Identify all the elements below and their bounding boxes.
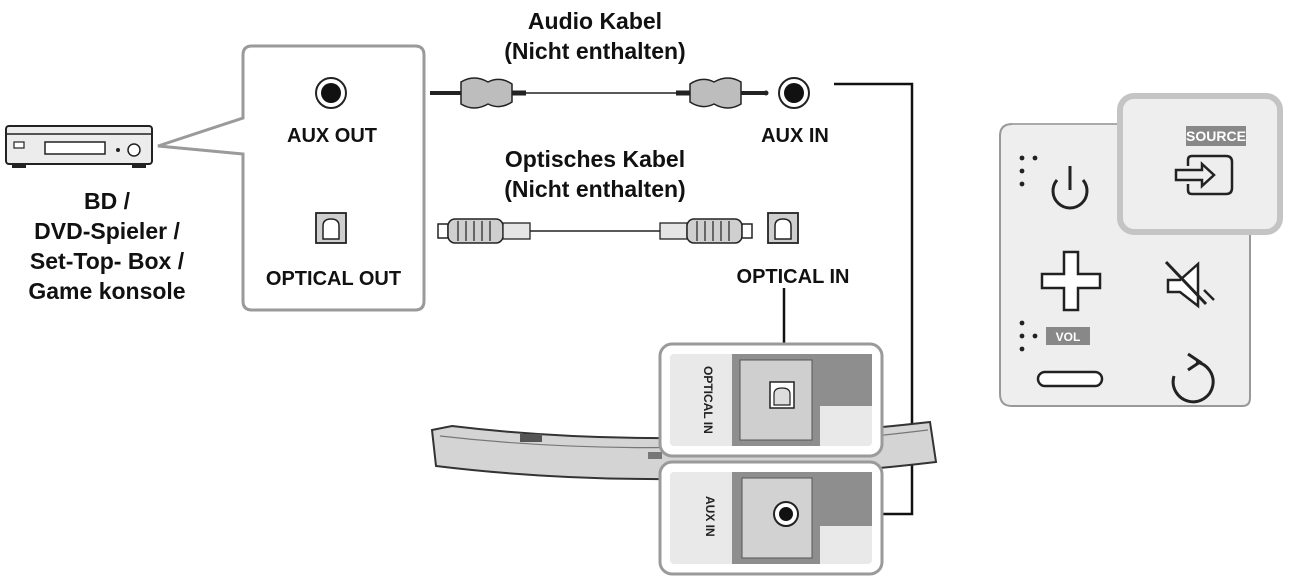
minus-icon — [1036, 370, 1104, 388]
aux-in-jack-icon — [778, 77, 810, 109]
optical-cable-title: Optisches Kabel (Nicht enthalten) — [470, 144, 720, 204]
repeat-icon — [1171, 352, 1215, 404]
mute-icon — [1164, 260, 1215, 309]
aux-out-label: AUX OUT — [287, 125, 377, 147]
optical-cable-line2: (Nicht enthalten) — [504, 176, 686, 202]
vol-label: VOL — [1056, 330, 1081, 344]
optical-in-panel — [658, 342, 884, 458]
aux-in-panel — [658, 460, 884, 576]
player-device-icon — [5, 125, 153, 168]
aux-in-label: AUX IN — [761, 125, 829, 147]
vol-indicator — [1019, 320, 1090, 352]
optical-in-label: OPTICAL IN — [736, 266, 850, 288]
output-callout — [157, 44, 426, 312]
panel-aux-in-label: AUX IN — [703, 496, 717, 537]
device-line2: DVD-Spieler / — [34, 218, 180, 244]
optical-out-label: OPTICAL OUT — [265, 268, 402, 290]
device-line3: Set-Top- Box / — [29, 248, 185, 274]
power-icon — [1019, 155, 1089, 210]
audio-cable-line1: Audio Kabel — [527, 8, 663, 34]
panel-optical-in-label: OPTICAL IN — [701, 366, 715, 434]
optical-cable-line1: Optisches Kabel — [504, 146, 686, 172]
device-label: BD / DVD-Spieler / Set-Top- Box / Game k… — [0, 186, 214, 306]
audio-cable-icon — [430, 77, 769, 109]
optical-port-icon — [315, 212, 347, 244]
audio-cable-title: Audio Kabel (Nicht enthalten) — [470, 6, 720, 66]
source-label: SOURCE — [1186, 128, 1246, 144]
source-input-icon — [1174, 126, 1246, 196]
audio-cable-line2: (Nicht enthalten) — [504, 38, 686, 64]
plus-icon — [1040, 250, 1102, 312]
device-line1: BD / — [84, 188, 130, 214]
optical-in-port-icon — [767, 212, 799, 244]
aux-jack-icon — [315, 77, 347, 109]
device-line4: Game konsole — [28, 278, 186, 304]
optical-cable-icon — [437, 218, 753, 244]
source-highlight — [1117, 93, 1283, 235]
